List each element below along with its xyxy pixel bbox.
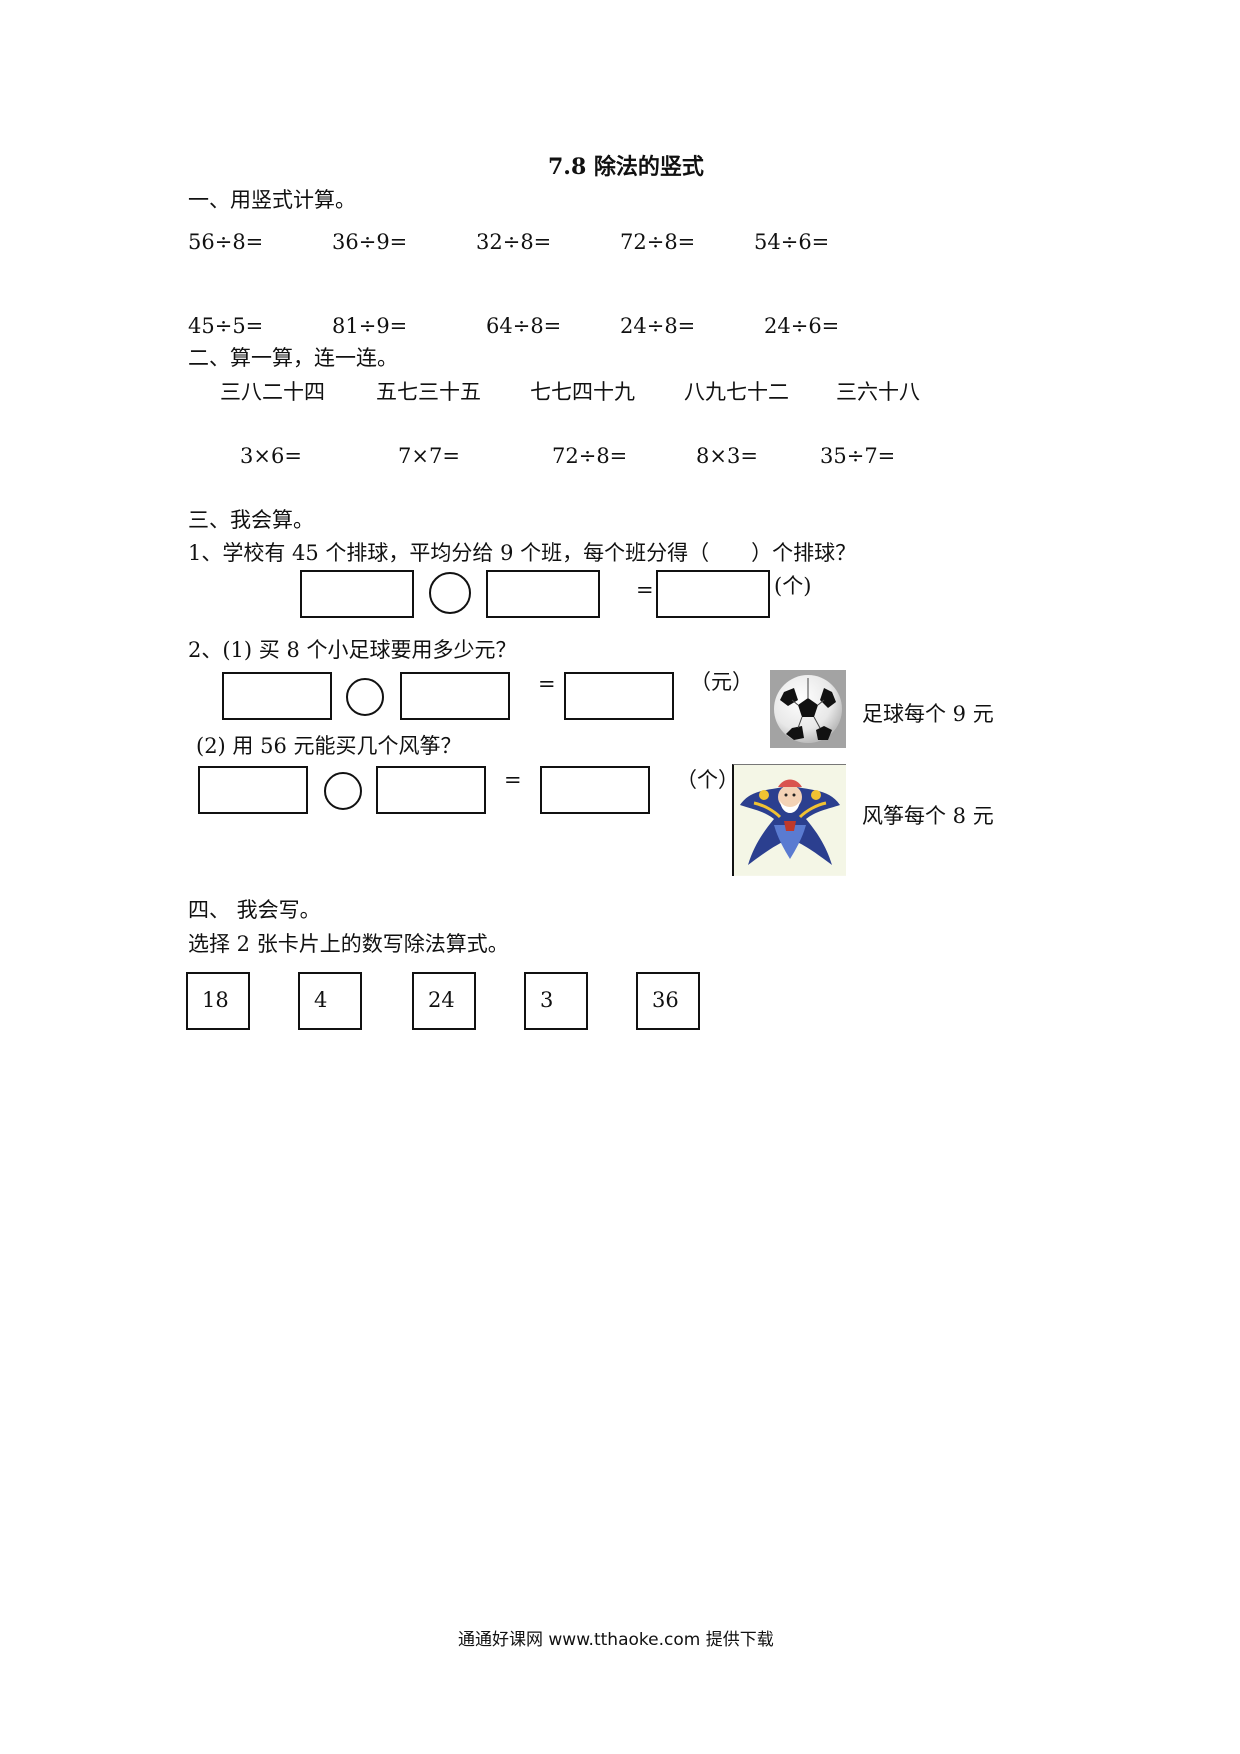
card-number: 18	[202, 988, 229, 1012]
question-2a: 2、(1) 买 8 个小足球要用多少元？	[188, 638, 517, 662]
expression: 72÷8=	[552, 444, 628, 468]
expression: 7×7=	[398, 444, 460, 468]
problem: 72÷8=	[620, 230, 696, 254]
card-number: 24	[428, 988, 455, 1012]
problem: 54÷6=	[754, 230, 830, 254]
unit-label: （元）	[690, 670, 753, 694]
equals-sign: =	[538, 672, 556, 696]
expression: 8×3=	[696, 444, 758, 468]
section4-instruction: 选择 2 张卡片上的数写除法算式。	[188, 932, 509, 956]
kite-icon	[734, 765, 846, 875]
problem: 81÷9=	[332, 314, 408, 338]
card-number: 4	[314, 988, 328, 1012]
problem: 32÷8=	[476, 230, 552, 254]
chant: 三八二十四	[220, 380, 325, 404]
problem: 24÷6=	[764, 314, 840, 338]
soccer-ball-icon	[770, 670, 846, 748]
problem: 56÷8=	[188, 230, 264, 254]
number-card[interactable]: 3	[524, 972, 588, 1030]
section4-heading: 四、 我会写。	[188, 898, 321, 922]
answer-box[interactable]	[222, 672, 332, 720]
operator-circle[interactable]	[429, 572, 471, 614]
number-card[interactable]: 4	[298, 972, 362, 1030]
answer-box[interactable]	[198, 766, 308, 814]
equals-sign: =	[636, 578, 654, 602]
unit-label: (个)	[774, 574, 812, 598]
expression: 3×6=	[240, 444, 302, 468]
kite-price-caption: 风筝每个 8 元	[862, 804, 994, 828]
question-2b: (2) 用 56 元能买几个风筝？	[196, 734, 462, 758]
chant: 三六十八	[836, 380, 920, 404]
chant: 七七四十九	[530, 380, 635, 404]
answer-box[interactable]	[300, 570, 414, 618]
card-number: 36	[652, 988, 679, 1012]
answer-box[interactable]	[376, 766, 486, 814]
section2-heading: 二、算一算，连一连。	[188, 346, 398, 370]
soccer-price-caption: 足球每个 9 元	[862, 702, 994, 726]
soccer-ball-image	[770, 670, 846, 748]
answer-box[interactable]	[540, 766, 650, 814]
unit-label: （个）	[676, 768, 739, 792]
expression: 35÷7=	[820, 444, 896, 468]
problem: 36÷9=	[332, 230, 408, 254]
number-card[interactable]: 18	[186, 972, 250, 1030]
page-title: 7.8 除法的竖式	[548, 154, 704, 180]
footer-text: 通通好课网 www.tthaoke.com 提供下载	[458, 1630, 774, 1650]
operator-circle[interactable]	[346, 678, 384, 716]
operator-circle[interactable]	[324, 772, 362, 810]
problem: 64÷8=	[486, 314, 562, 338]
problem: 24÷8=	[620, 314, 696, 338]
answer-box[interactable]	[486, 570, 600, 618]
number-card[interactable]: 24	[412, 972, 476, 1030]
kite-image	[732, 764, 846, 876]
answer-box[interactable]	[400, 672, 510, 720]
answer-box[interactable]	[656, 570, 770, 618]
answer-box[interactable]	[564, 672, 674, 720]
section3-heading: 三、我会算。	[188, 508, 314, 532]
chant: 五七三十五	[376, 380, 481, 404]
card-number: 3	[540, 988, 554, 1012]
equals-sign: =	[504, 768, 522, 792]
section1-heading: 一、用竖式计算。	[188, 188, 356, 212]
chant: 八九七十二	[684, 380, 789, 404]
problem: 45÷5=	[188, 314, 264, 338]
number-card[interactable]: 36	[636, 972, 700, 1030]
question-1: 1、学校有 45 个排球，平均分给 9 个班，每个班分得（ ）个排球？	[188, 541, 857, 565]
